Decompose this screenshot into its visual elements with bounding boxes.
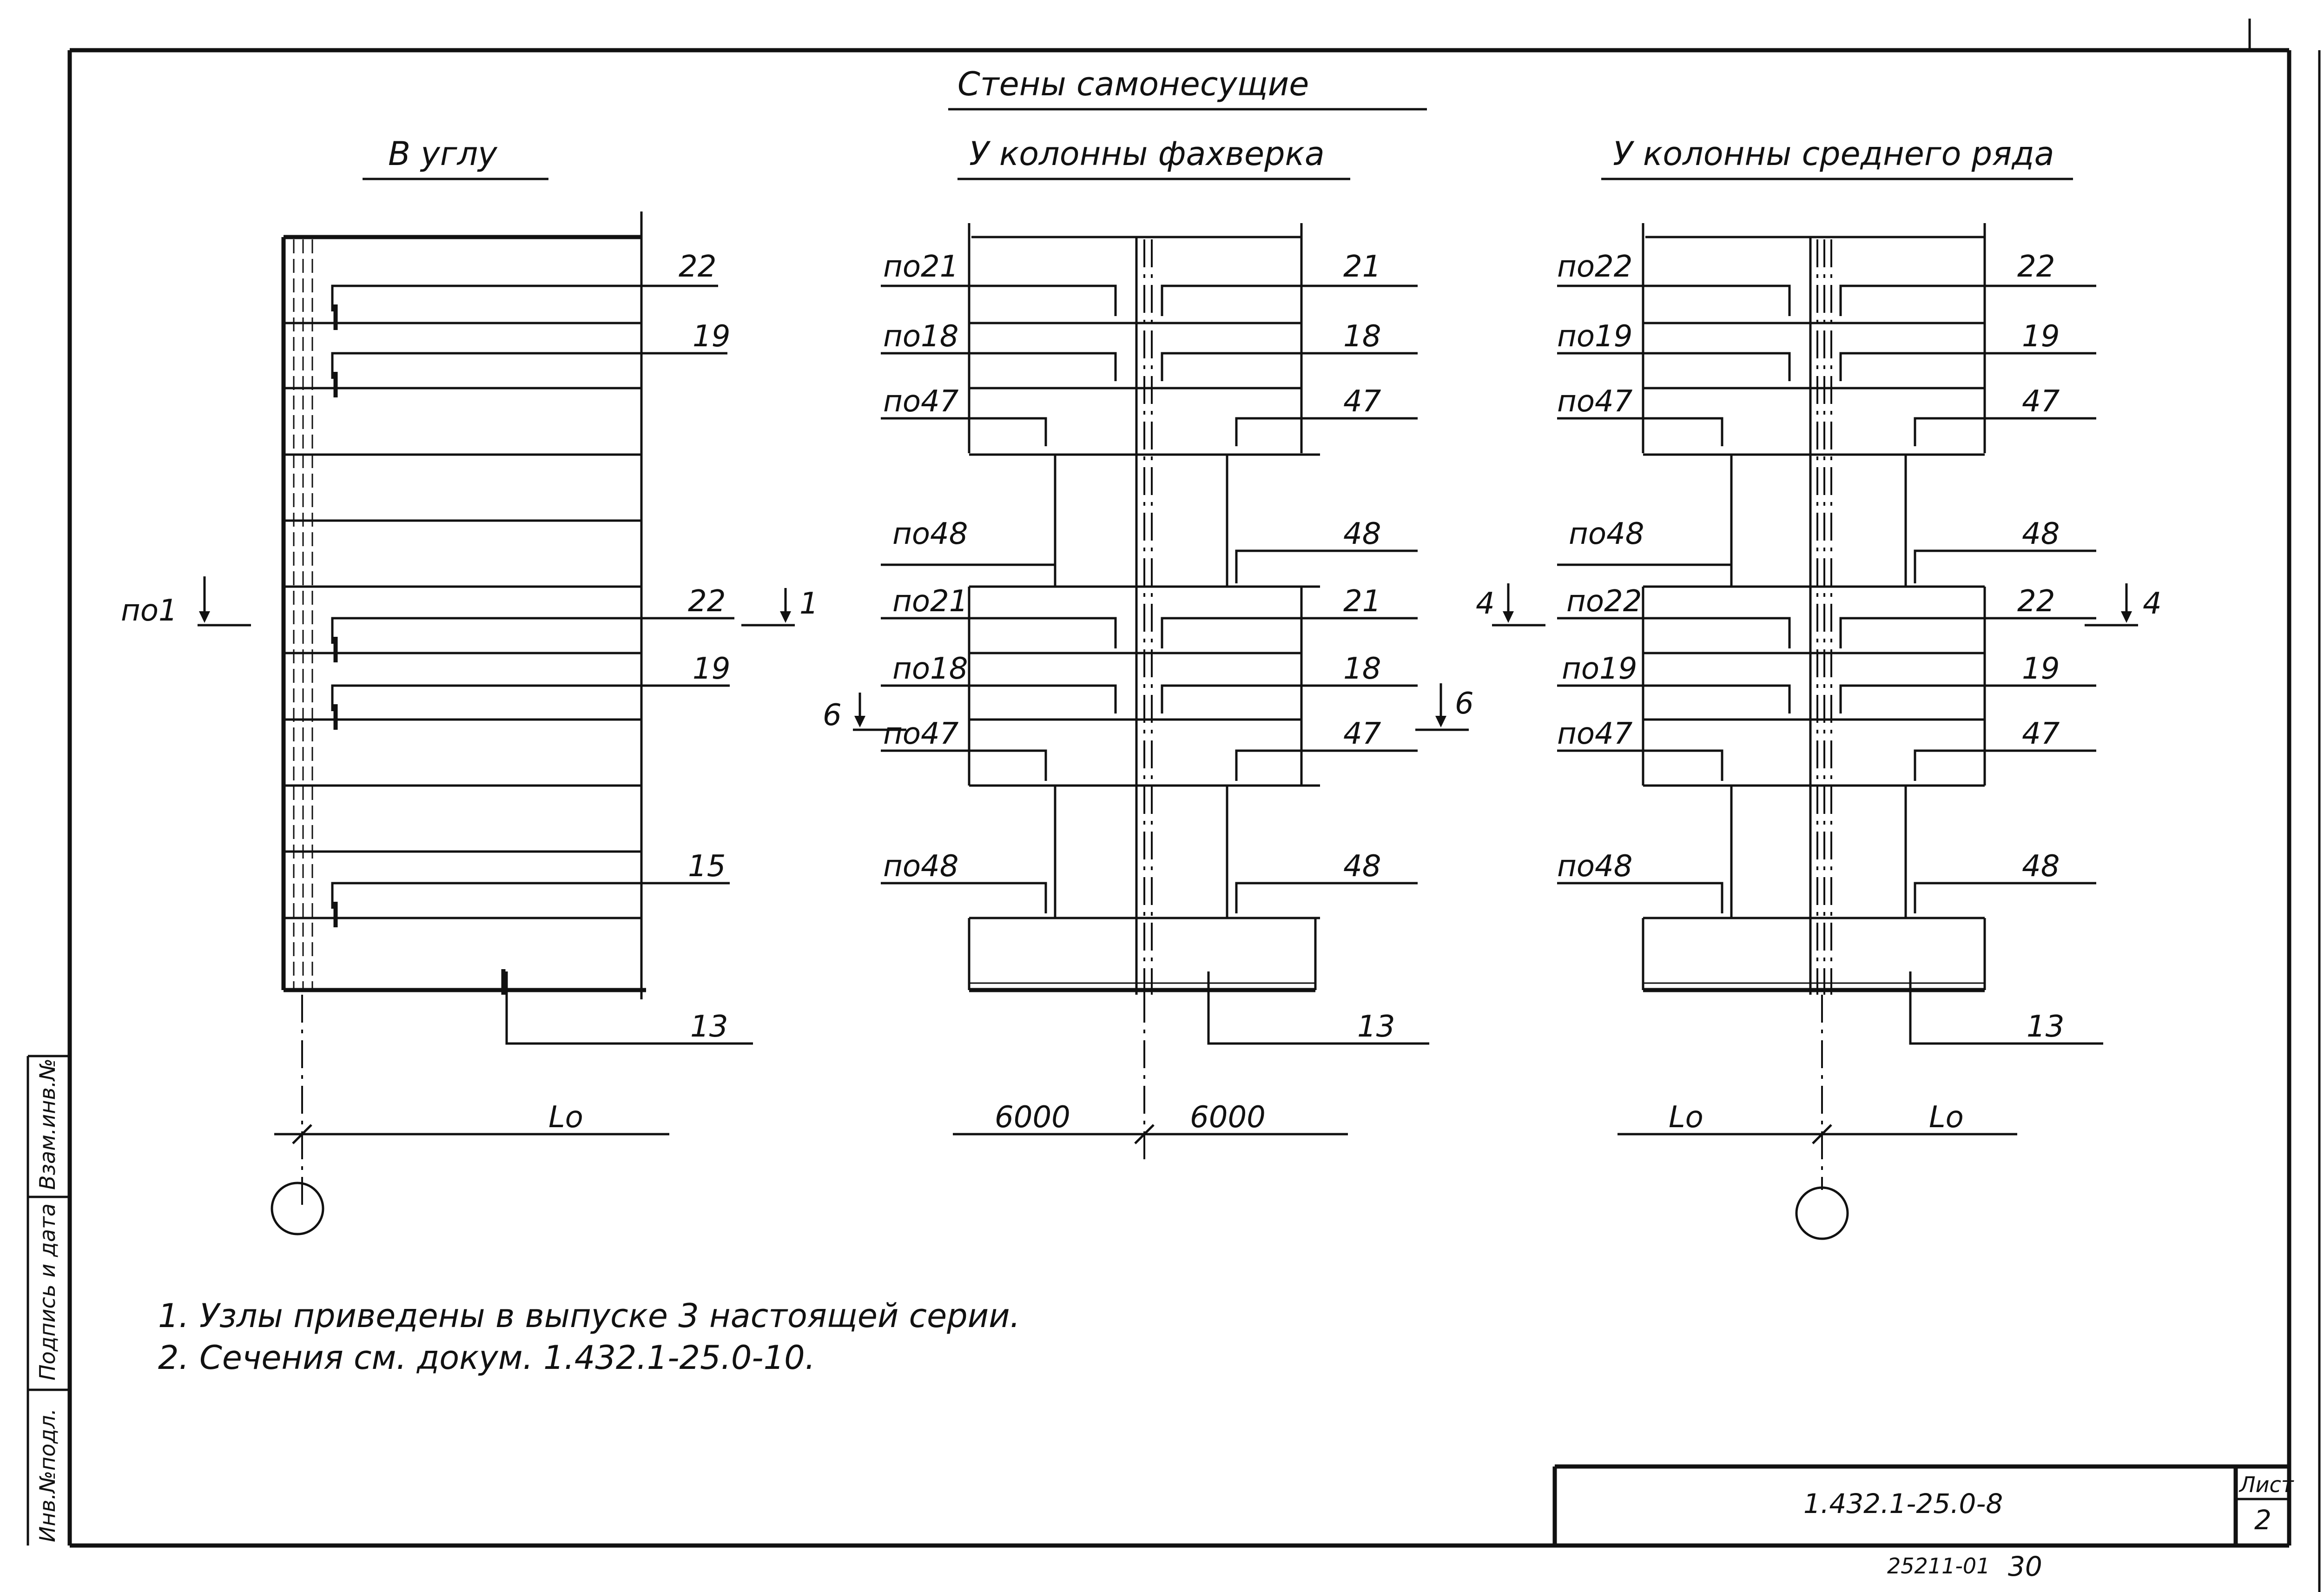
timber-left-47a: по47: [883, 384, 959, 419]
middle-left-19b: по19: [1562, 652, 1637, 686]
middle-right-19b: 19: [2022, 652, 2060, 686]
timber-left-18a: по18: [883, 319, 958, 354]
middle-right-47b: 47: [2022, 717, 2060, 751]
corner-cut-marker: 1: [799, 587, 819, 621]
middle-right-47a: 47: [2022, 384, 2060, 419]
timber-span-left: 6000: [995, 1100, 1070, 1135]
middle-right-48b: 48: [2022, 849, 2060, 884]
middle-right-19a: 19: [2022, 319, 2060, 354]
middle-left-22a: по22: [1557, 250, 1632, 284]
middle-left-22b: по22: [1566, 584, 1642, 619]
stamp-sheet-number: 2: [2254, 1504, 2271, 1536]
middle-cut-marker-left: 4: [1476, 587, 1495, 621]
middle-right-13: 13: [2027, 1010, 2064, 1044]
timber-cut-marker-right: 6: [1455, 687, 1474, 721]
middle-left-47a: по47: [1557, 384, 1633, 419]
timber-right-47b: 47: [1343, 717, 1381, 751]
corner-marker-22b: 22: [688, 584, 726, 619]
timber-left-48b: по48: [883, 849, 958, 884]
timber-right-18a: 18: [1343, 319, 1381, 354]
corner-left-marker: по1: [121, 594, 178, 628]
timber-right-18b: 18: [1343, 652, 1381, 686]
middle-span-left: Lо: [1669, 1100, 1703, 1135]
note-1: 1. Узлы приведены в выпуске 3 настоящей …: [158, 1297, 1020, 1335]
section-corner-title: В углу: [388, 135, 498, 173]
section-middle: У колонны среднего ряда: [1476, 135, 2162, 1240]
stamp-bottom-page: 30: [2008, 1551, 2042, 1582]
middle-left-48b: по48: [1557, 849, 1632, 884]
middle-cut-marker-right: 4: [2143, 587, 2162, 621]
corner-marker-22a: 22: [679, 250, 716, 284]
timber-left-18b: по18: [892, 652, 968, 686]
timber-right-48b: 48: [1343, 849, 1381, 884]
corner-span: Lо: [548, 1100, 583, 1135]
timber-left-47b: по47: [883, 717, 959, 751]
timber-left-21a: по21: [883, 250, 958, 284]
timber-left-48a: по48: [892, 517, 968, 551]
middle-left-19a: по19: [1557, 319, 1632, 354]
middle-right-22a: 22: [2017, 250, 2055, 284]
middle-right-22b: 22: [2017, 584, 2055, 619]
side-label-signature: Подпись и дата: [35, 1203, 60, 1381]
timber-span-right: 6000: [1190, 1100, 1266, 1135]
middle-left-48a: по48: [1569, 517, 1644, 551]
timber-left-21b: по21: [892, 584, 968, 619]
title-block: 1.432.1-25.0-8 Лист 2 25211-01 30: [1552, 1464, 2294, 1582]
stamp-bottom-code: 25211-01: [1887, 1553, 1990, 1579]
middle-right-48a: 48: [2022, 517, 2060, 551]
timber-right-21b: 21: [1343, 584, 1381, 619]
side-label-replacement: Взам.инв.№: [35, 1058, 60, 1190]
timber-right-48a: 48: [1343, 517, 1381, 551]
corner-marker-19b: 19: [693, 652, 730, 686]
side-label-inv: Инв.№подл.: [35, 1408, 60, 1542]
section-corner: В углу 22 19 22 19: [121, 135, 819, 1235]
timber-cut-marker-left: 6: [823, 698, 842, 733]
timber-right-47a: 47: [1343, 384, 1381, 419]
section-middle-title: У колонны среднего ряда: [1613, 135, 2054, 173]
stamp-designation: 1.432.1-25.0-8: [1803, 1488, 2003, 1519]
section-timber: У колонны фахверка: [823, 135, 1474, 1162]
middle-span-right: Lо: [1929, 1100, 1964, 1135]
main-title: Стены самонесущие: [957, 65, 1309, 103]
timber-right-21a: 21: [1343, 250, 1381, 284]
note-2: 2. Сечения см. докум. 1.432.1-25.0-10.: [158, 1339, 815, 1377]
section-timber-title: У колонны фахверка: [969, 135, 1325, 173]
stamp-sheet-label: Лист: [2238, 1472, 2294, 1497]
corner-marker-19a: 19: [693, 319, 730, 354]
sheet-frame: [26, 19, 2321, 1592]
corner-marker-15: 15: [688, 849, 726, 884]
timber-right-13: 13: [1357, 1010, 1395, 1044]
middle-left-47b: по47: [1557, 717, 1633, 751]
corner-marker-13: 13: [690, 1010, 728, 1044]
